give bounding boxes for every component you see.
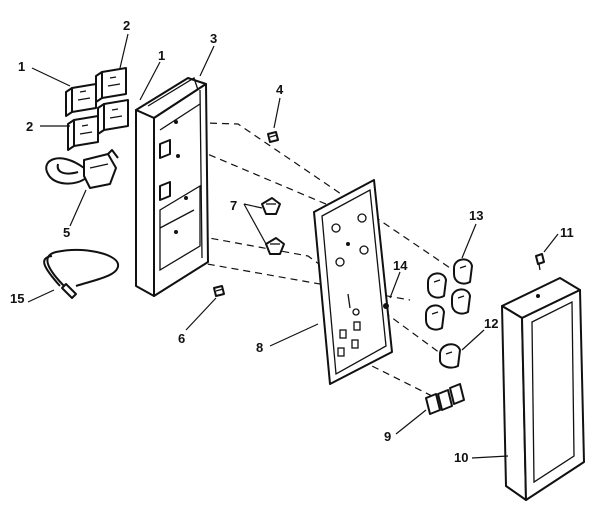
- callout-5: 5: [63, 225, 70, 240]
- callout-1: 1: [158, 48, 165, 63]
- callout-3: 3: [210, 31, 217, 46]
- callout-2: 2: [26, 119, 33, 134]
- clip-icon: [261, 197, 285, 255]
- screw-icon: [535, 253, 545, 271]
- screw-icon: [267, 131, 279, 143]
- callout-1: 1: [18, 59, 25, 74]
- screw-icon: [383, 303, 389, 309]
- callout-6: 6: [178, 331, 185, 346]
- housing-icon: [135, 77, 209, 297]
- leader-lines: [27, 33, 559, 459]
- screw-icon: [213, 285, 225, 297]
- callout-11: 11: [560, 225, 574, 240]
- callout-9: 9: [384, 429, 391, 444]
- panel-icon: [313, 179, 393, 385]
- callout-4: 4: [276, 82, 284, 97]
- callout-13: 13: [469, 208, 483, 223]
- callout-14: 14: [393, 258, 408, 273]
- solenoid-icon: [45, 149, 119, 189]
- frame-icon: [501, 277, 585, 501]
- callout-12: 12: [484, 316, 498, 331]
- knob-icon: [425, 258, 473, 331]
- callout-2: 2: [123, 18, 130, 33]
- assembly-lines: [173, 121, 457, 399]
- callout-7: 7: [230, 198, 237, 213]
- wire-harness-icon: [43, 248, 119, 299]
- callout-8: 8: [256, 340, 263, 355]
- callout-10: 10: [454, 450, 468, 465]
- knob-icon: [439, 343, 461, 369]
- switch-icon: [65, 67, 129, 151]
- callout-15: 15: [10, 291, 24, 306]
- callout-labels: 1 2 1 3 2 4 5 7 13 11 14 15 6 8 12 9 10: [10, 18, 574, 465]
- button-icon: [425, 383, 465, 415]
